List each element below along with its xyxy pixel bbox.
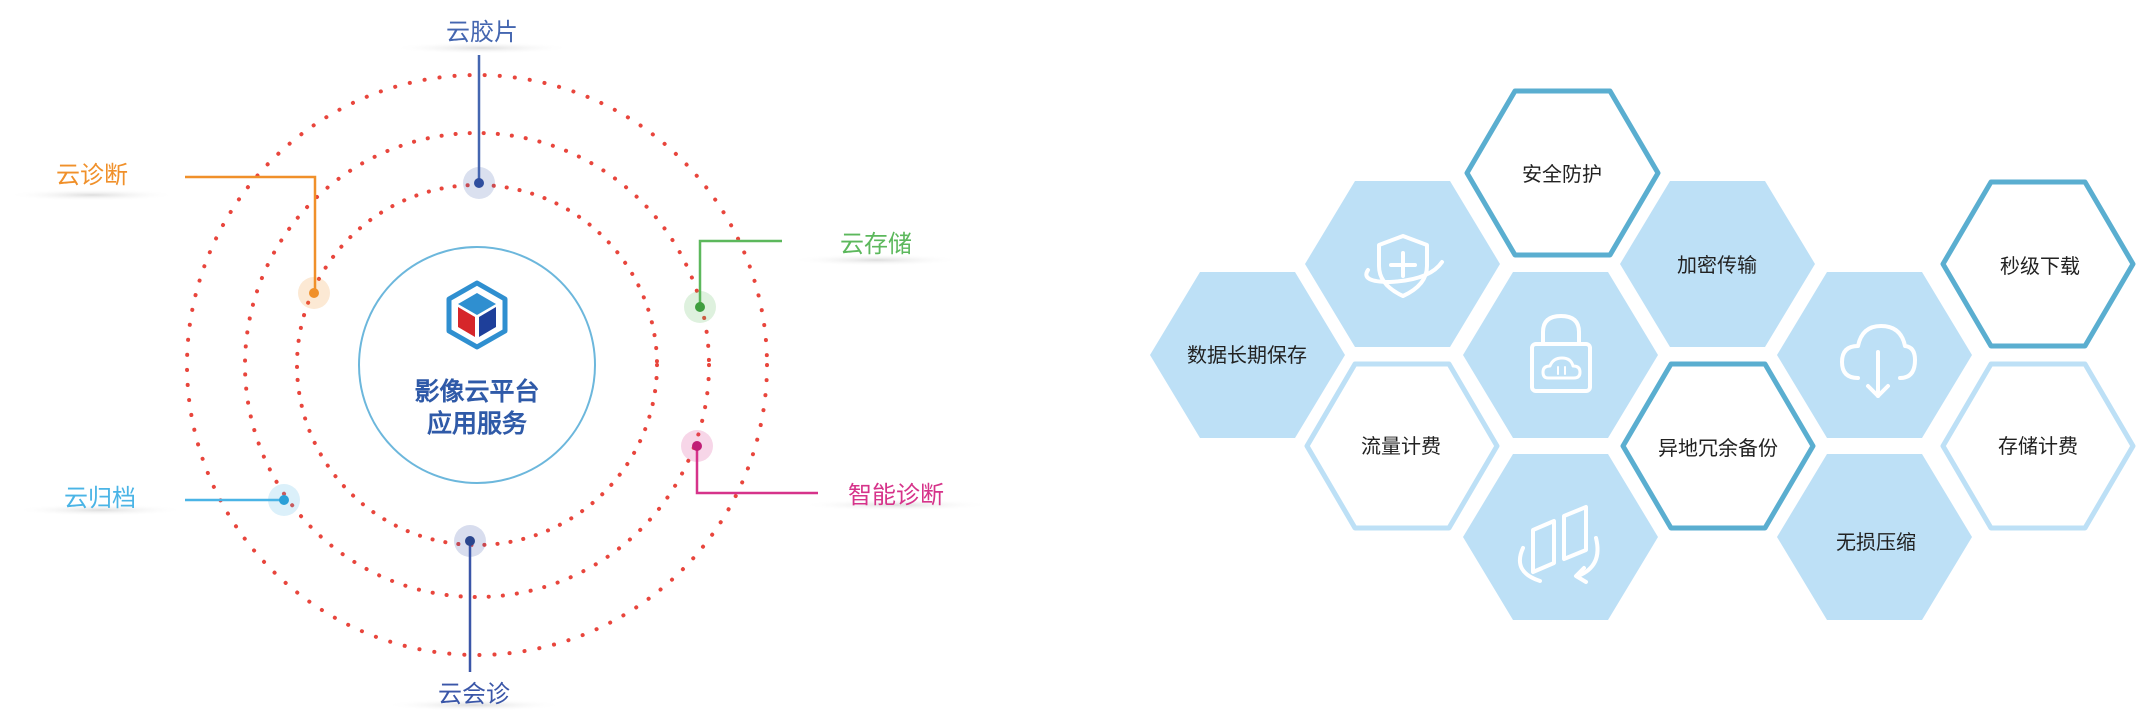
hex-cloud-lock[interactable]: [1463, 272, 1658, 438]
hex-compress[interactable]: 无损压缩: [1777, 454, 1972, 620]
cloud-lock-icon: [1530, 314, 1592, 393]
hex-sync[interactable]: [1463, 454, 1658, 620]
hex-security[interactable]: 安全防护: [1464, 88, 1661, 258]
service-label-archive: 云归档: [64, 484, 136, 512]
service-label-consult: 云会诊: [438, 680, 510, 708]
hex-traffic[interactable]: 流量计费: [1304, 361, 1500, 531]
sync-devices-icon: [1517, 505, 1600, 584]
hex-longterm[interactable]: 数据长期保存: [1150, 272, 1345, 438]
cloud-download-icon: [1840, 324, 1917, 398]
service-smart[interactable]: 智能诊断: [681, 430, 991, 511]
hex-label-compress: 无损压缩: [1836, 530, 1916, 554]
center-title-line2: 应用服务: [427, 409, 527, 438]
shield-cross-icon: [1364, 234, 1444, 298]
cube-logo-icon: [446, 280, 508, 350]
orbit-diagram: 影像云平台 应用服务 云胶片 云诊断 云存储: [7, 18, 991, 711]
service-diagnosis[interactable]: 云诊断: [7, 161, 330, 309]
hex-label-longterm: 数据长期保存: [1187, 343, 1307, 367]
hex-label-download: 秒级下载: [2000, 254, 2080, 278]
outer-ring: [185, 73, 769, 657]
service-consult[interactable]: 云会诊: [384, 525, 564, 711]
hex-label-backup: 异地冗余备份: [1658, 436, 1778, 460]
hex-label-encrypt: 加密传输: [1677, 253, 1757, 277]
center-disc: [358, 246, 596, 484]
hex-cloud-download[interactable]: [1777, 272, 1972, 438]
feature-hex-grid: 数据长期保存 安全防护 流量计费: [1150, 88, 2136, 620]
service-film[interactable]: 云胶片: [392, 18, 572, 199]
hex-label-security: 安全防护: [1522, 162, 1602, 186]
service-label-smart: 智能诊断: [848, 481, 944, 509]
middle-ring: [243, 131, 711, 599]
hex-encrypt[interactable]: 加密传输: [1620, 181, 1815, 347]
service-storage[interactable]: 云存储: [684, 230, 961, 323]
center-title-line1: 影像云平台: [414, 377, 539, 406]
inner-ring: [295, 183, 659, 547]
hex-download[interactable]: 秒级下载: [1940, 179, 2136, 349]
service-archive[interactable]: 云归档: [15, 484, 300, 516]
service-label-diagnosis: 云诊断: [56, 161, 128, 189]
hex-label-storagefee: 存储计费: [1998, 434, 2078, 458]
hex-label-traffic: 流量计费: [1361, 434, 1441, 458]
hex-shield[interactable]: [1305, 181, 1500, 347]
service-label-storage: 云存储: [840, 230, 912, 258]
hex-backup[interactable]: 异地冗余备份: [1620, 361, 1816, 531]
service-label-film: 云胶片: [446, 18, 518, 46]
hex-storagefee[interactable]: 存储计费: [1940, 361, 2136, 531]
